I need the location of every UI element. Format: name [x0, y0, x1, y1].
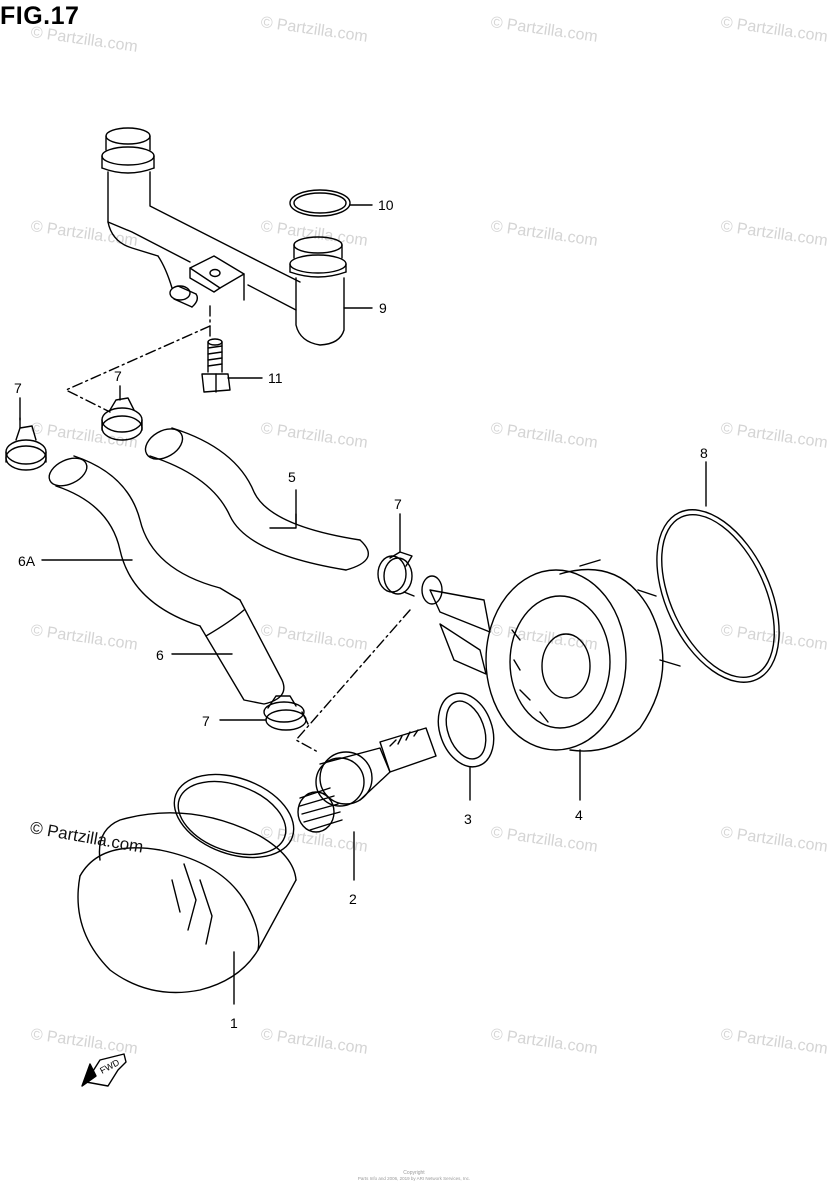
- callout-7: 7: [202, 713, 210, 729]
- callout-11: 11: [268, 370, 283, 386]
- copyright-line: Copyright: [403, 1170, 425, 1176]
- callout-5: 5: [288, 469, 296, 485]
- copyright-line: Parts Info and 2006, 2019 by ARI Network…: [357, 1176, 471, 1181]
- figure-title: FIG.17: [0, 2, 80, 30]
- callout-7: 7: [14, 380, 22, 396]
- oil-filter-part-1: [77, 773, 297, 994]
- hose-clamp-part-7: [377, 551, 415, 597]
- oil-cooler-part-4: [421, 559, 681, 752]
- callout-9: 9: [379, 300, 387, 316]
- callout-2: 2: [349, 891, 357, 907]
- callout-4: 4: [575, 807, 583, 823]
- callout-7: 7: [114, 368, 122, 384]
- oil-hose-part-5: [144, 427, 370, 571]
- callout-6a: 6A: [18, 553, 36, 569]
- o-ring-part-8: [656, 461, 780, 683]
- callout-1: 1: [230, 1015, 238, 1031]
- hose-clamp-part-7: [5, 417, 47, 471]
- hose-clamp-part-7: [263, 695, 309, 731]
- hose-clamp-part-7: [101, 397, 143, 441]
- bolt-part-11: [201, 338, 263, 393]
- callout-7: 7: [394, 496, 402, 512]
- callout-6: 6: [156, 647, 164, 663]
- callout-3: 3: [464, 811, 472, 827]
- union-bolt-part-2: [297, 727, 437, 833]
- gasket-part-3: [437, 692, 495, 801]
- callout-10: 10: [378, 197, 394, 213]
- oil-pipe-part-9: [101, 127, 347, 346]
- fwd-arrow-icon: [81, 1053, 127, 1087]
- callout-8: 8: [700, 445, 708, 461]
- o-ring-part-10: [289, 189, 373, 217]
- oil-hose-part-6: [48, 455, 285, 705]
